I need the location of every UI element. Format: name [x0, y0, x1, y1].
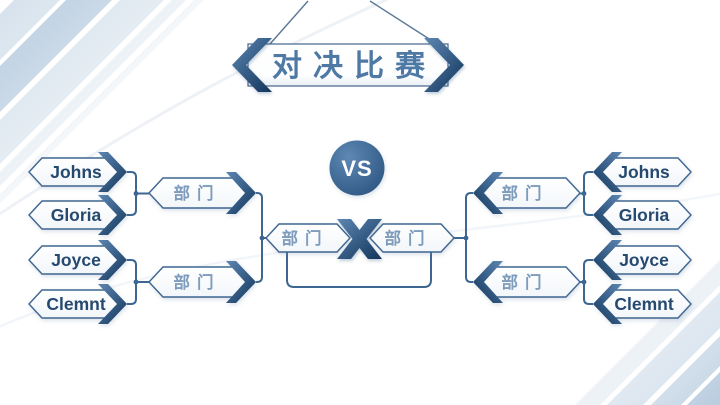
corner-stripes-bottom-right — [575, 260, 720, 405]
player-name: Johns — [618, 162, 670, 182]
right-dept-bottom: 部门 — [472, 260, 581, 304]
banner-strip — [247, 43, 449, 87]
dept-name: 部门 — [174, 272, 221, 292]
player-name: Johns — [50, 162, 102, 182]
player-name: Joyce — [619, 250, 669, 270]
player-name: Gloria — [51, 205, 102, 225]
right-dept-top: 部门 — [472, 171, 581, 215]
right-player-joyce: Joyce — [592, 239, 692, 281]
right-player-clemnt: Clemnt — [592, 283, 692, 325]
right-player-gloria: Gloria — [592, 194, 692, 236]
vs-circle — [329, 140, 385, 196]
title-banner: 对决比赛 — [232, 0, 464, 92]
junction-dots — [133, 191, 587, 285]
left-dept-bottom: 部门 — [148, 260, 257, 304]
left-player-johns: Johns — [28, 151, 128, 193]
vs-badge: VS — [329, 140, 385, 196]
player-name: Gloria — [619, 205, 670, 225]
player-name: Clemnt — [46, 294, 105, 314]
left-player-clemnt: Clemnt — [28, 283, 128, 325]
left-player-joyce: Joyce — [28, 239, 128, 281]
versus-x-mark — [337, 219, 382, 259]
banner-chevron-right-icon — [424, 38, 464, 92]
right-player-johns: Johns — [592, 151, 692, 193]
dept-name: 部门 — [502, 272, 549, 292]
dept-name: 部门 — [174, 183, 221, 203]
dept-name: 部门 — [502, 183, 549, 203]
banner-hanger-line-right — [369, 0, 438, 45]
banner-hanger-line-left — [269, 0, 309, 45]
left-player-gloria: Gloria — [28, 194, 128, 236]
page-title: 对决比赛 — [272, 49, 436, 83]
vs-text: VS — [341, 156, 372, 181]
player-name: Clemnt — [614, 294, 673, 314]
connector — [286, 251, 432, 288]
final-right-box: 部门 — [369, 223, 455, 253]
bracket-connectors — [127, 171, 593, 305]
banner-chevron-left-icon — [232, 38, 272, 92]
left-dept-top: 部门 — [148, 171, 257, 215]
corner-stripes-top-left — [0, 0, 204, 204]
final-left-label: 部门 — [282, 228, 329, 248]
final-left-box: 部门 — [265, 223, 351, 253]
player-name: Joyce — [51, 250, 101, 270]
final-right-label: 部门 — [385, 228, 432, 248]
